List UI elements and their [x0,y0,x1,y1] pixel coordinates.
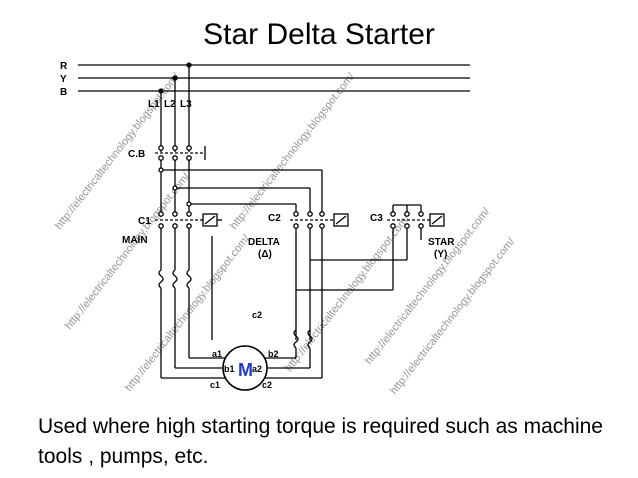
star-contactor-symbol: (Y) [434,249,447,260]
supply-label-b: B [60,87,67,98]
phase-label-l1: L1 [148,99,160,110]
delta-contactor-symbol: (Δ) [258,249,272,260]
slide-title: Star Delta Starter [203,18,435,51]
motor-terminal-a1: a1 [212,349,222,359]
motor-terminal-b2: b2 [268,349,279,359]
wiring [78,62,470,391]
motor-label: M [238,360,253,380]
star-contactor-id: C3 [370,213,383,224]
diagram-labels: R Y B L1 L2 L3 C.B C1 MAIN C2 DELTA (Δ) … [60,61,455,390]
delta-contactor-label: DELTA [248,237,280,248]
phase-label-l2: L2 [164,99,176,110]
motor-terminal-c2: c2 [262,380,272,390]
watermark-layer: http://electricaltechnology.blogspot.com… [53,70,518,397]
motor-symbol [222,345,268,391]
star-contactor [387,204,445,229]
star-contactor-label: STAR [428,237,455,248]
watermark-text: http://electricaltechnology.blogspot.com… [228,70,358,232]
motor-terminal-c1: c1 [210,380,220,390]
circuit-breaker [155,145,206,161]
motor-terminal-a2: a2 [252,364,262,374]
mid-wire-label: c2 [252,310,262,320]
delta-contactor-id: C2 [268,213,281,224]
main-contactor-id: C1 [138,216,151,227]
delta-contactor [290,211,349,229]
main-contactor [155,211,222,229]
supply-label-r: R [60,61,68,72]
main-contactor-label: MAIN [122,235,148,246]
motor-terminal-b1: b1 [224,364,235,374]
overload-relay [158,269,192,289]
supply-label-y: Y [60,74,67,85]
slide-caption: Used where high starting torque is requi… [38,415,603,468]
circuit-breaker-label: C.B [128,149,145,160]
phase-label-l3: L3 [180,99,192,110]
